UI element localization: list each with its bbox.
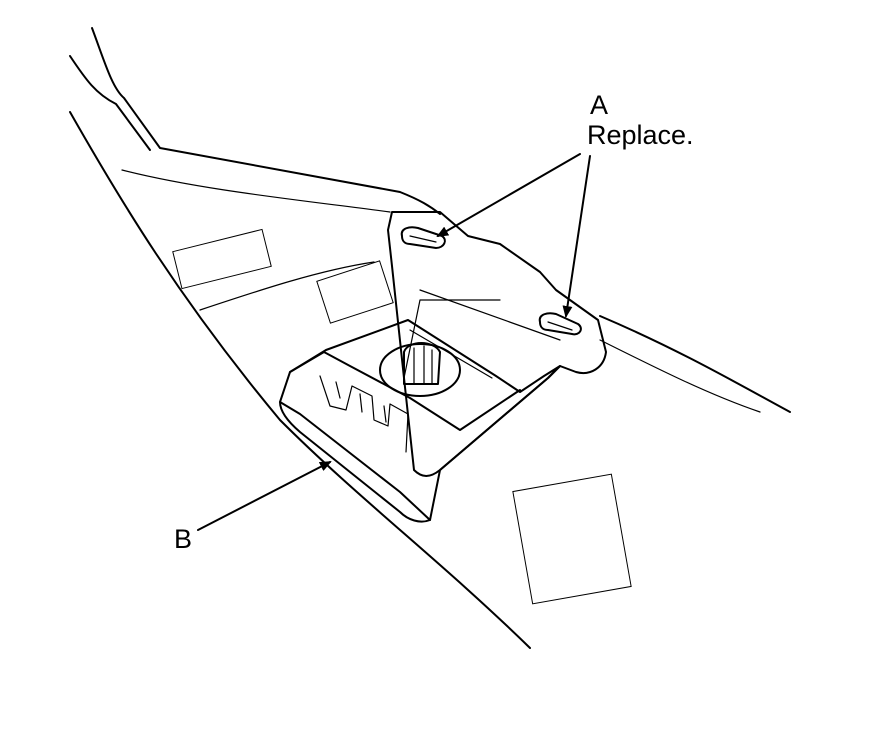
leader-lines — [197, 153, 591, 531]
surface-texture — [172, 228, 632, 605]
clip-slot-upper — [400, 226, 446, 249]
callout-a-note: Replace. — [587, 120, 694, 150]
fastener-pin — [379, 342, 461, 397]
mounting-bracket — [387, 211, 607, 477]
clip-b — [279, 319, 561, 523]
clip-slot-lower — [538, 312, 582, 336]
leader-a-upper — [436, 153, 581, 238]
leader-b — [197, 461, 332, 531]
trim-panel — [69, 27, 791, 649]
callout-a-letter: A — [590, 90, 609, 120]
callout-b-letter: B — [174, 524, 193, 554]
leader-a-lower — [562, 155, 591, 318]
